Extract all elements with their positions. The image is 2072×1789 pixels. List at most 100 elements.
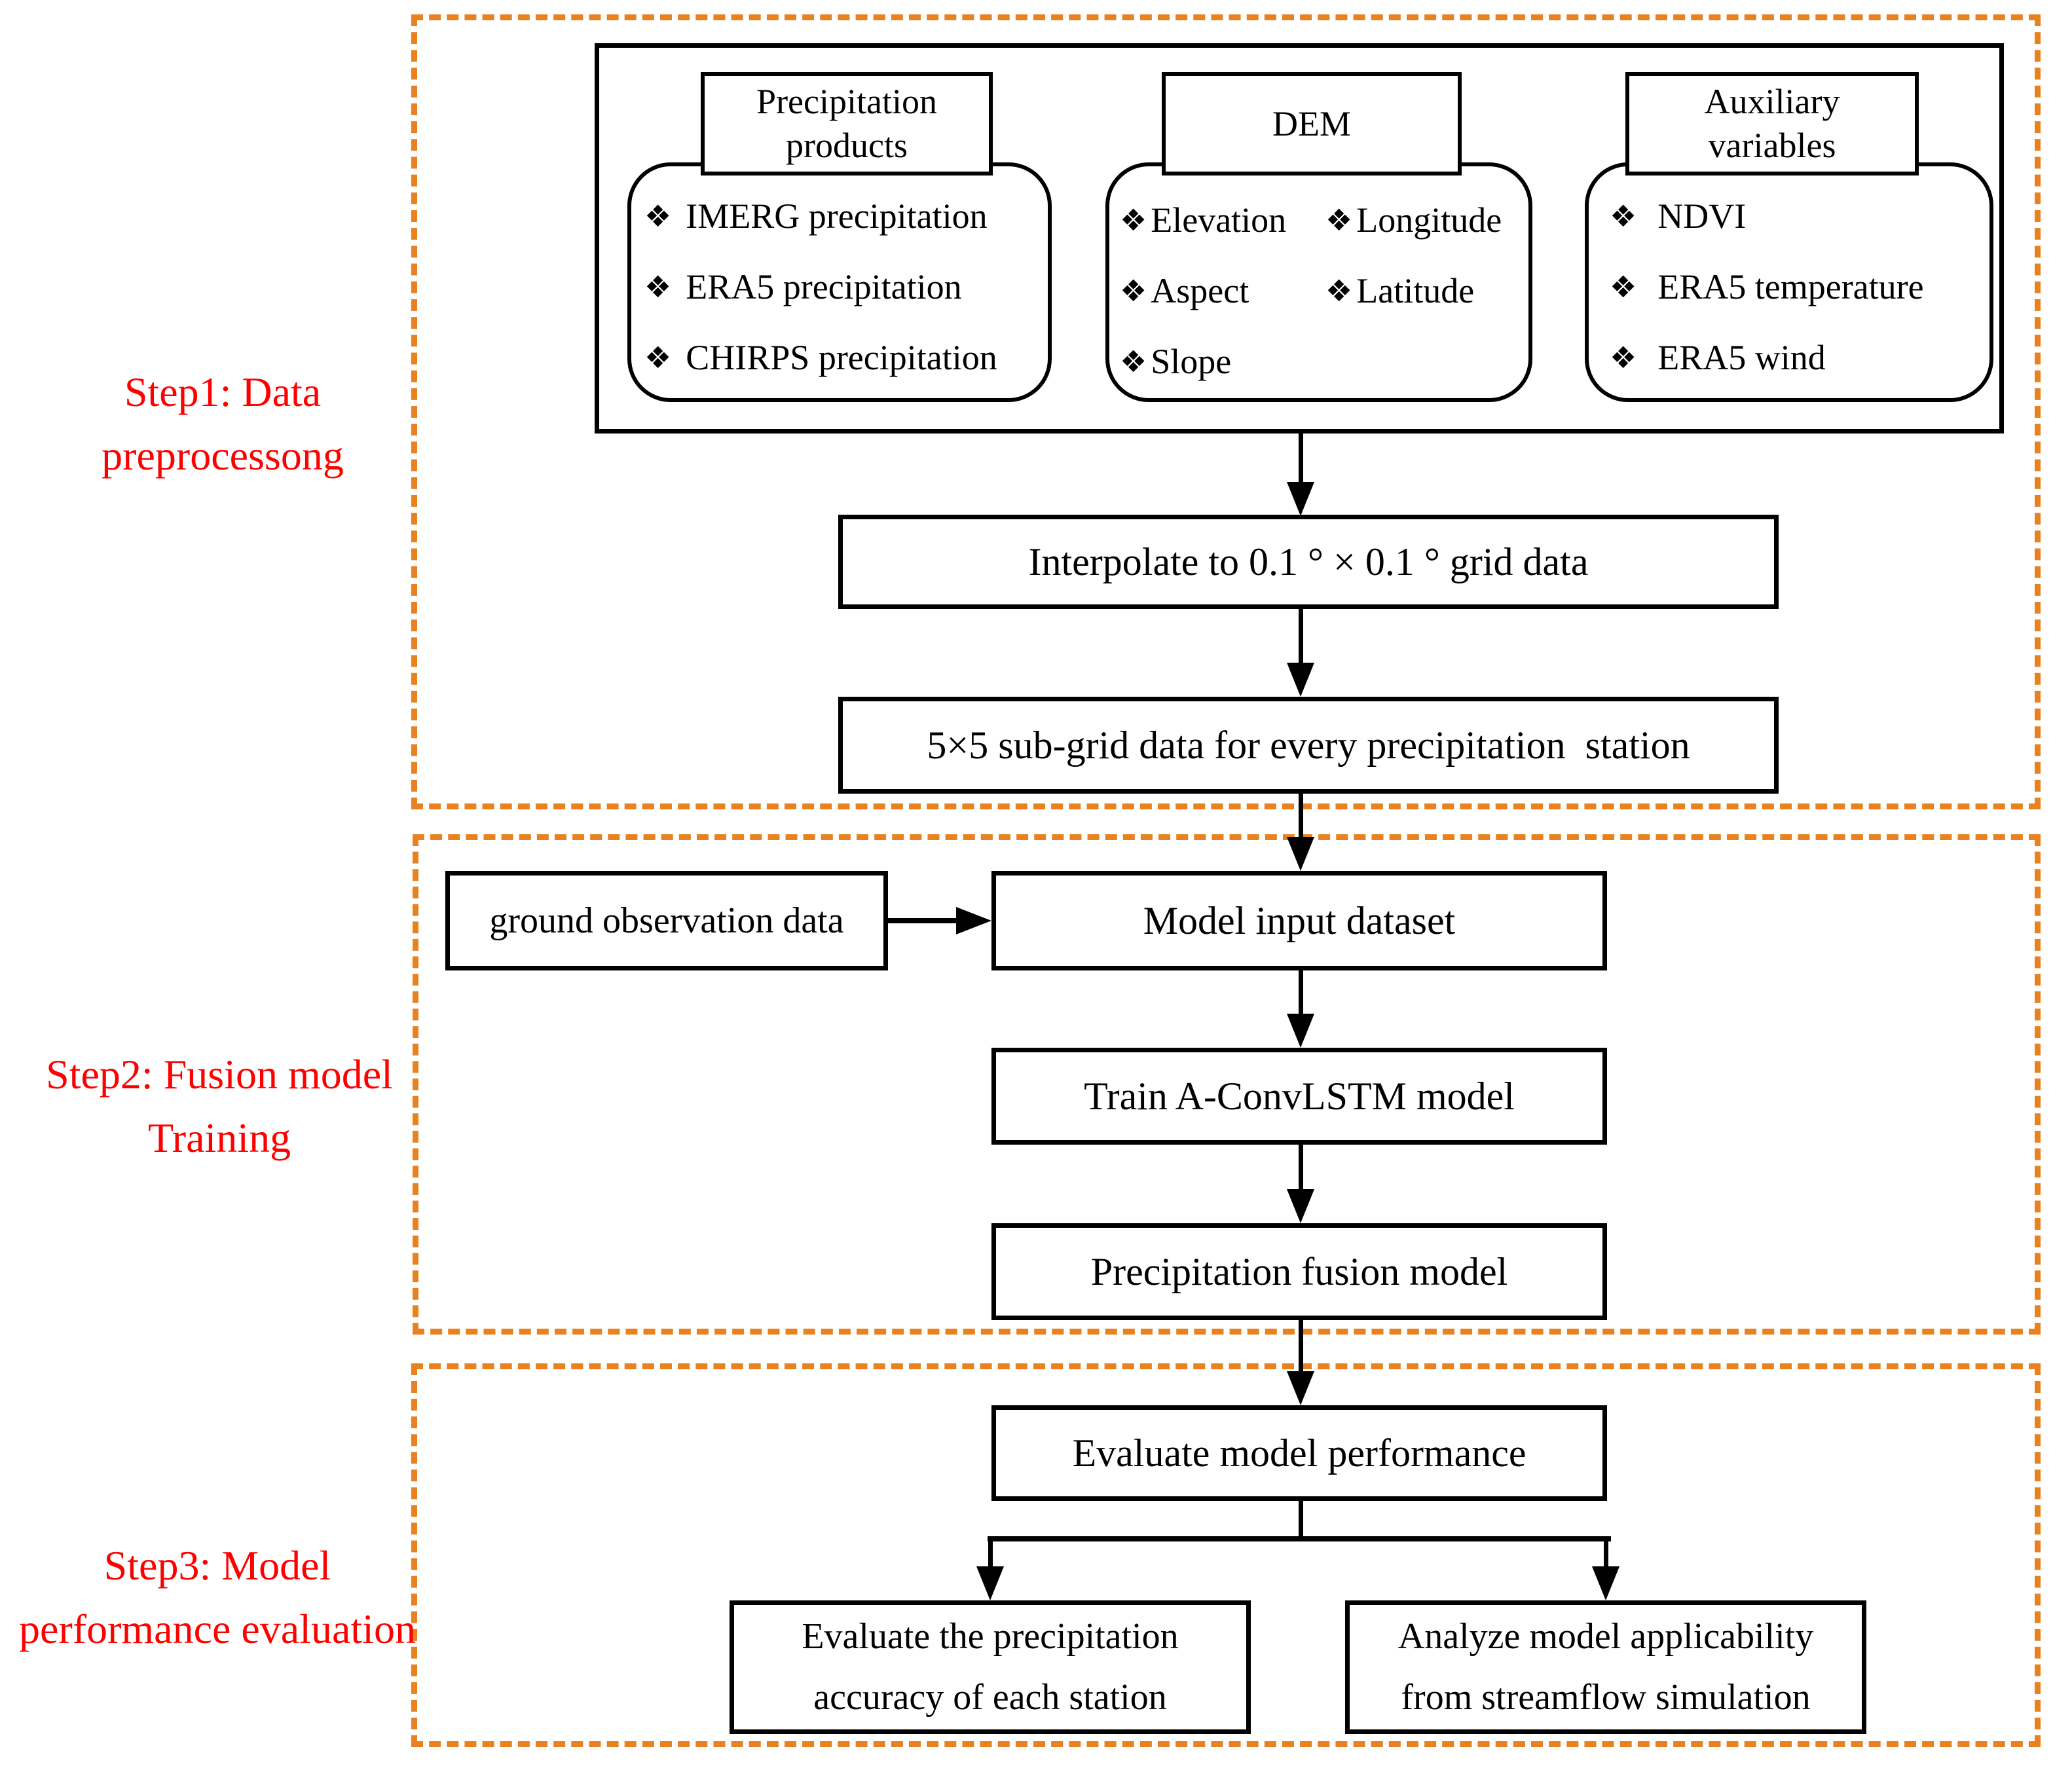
step2-label-line1: Step2: Fusion model (46, 1051, 393, 1097)
arrowhead-down-icon (1287, 1371, 1314, 1405)
list-item: ❖ IMERG precipitation (644, 181, 1048, 251)
arrowhead-down-icon (1592, 1566, 1619, 1600)
auxiliary-variables-list: ❖ NDVI ❖ ERA5 temperature ❖ ERA5 wind (1585, 162, 1993, 402)
step3-region (411, 1363, 2041, 1747)
list-item-label: NDVI (1657, 196, 1747, 236)
connector-line (988, 1539, 993, 1570)
connector-line (1299, 1320, 1303, 1376)
diamond-bullet-icon: ❖ (1325, 273, 1353, 308)
connector-line (1299, 1501, 1303, 1540)
precipitation-products-title-line1: Precipitation (756, 82, 937, 121)
arrowhead-down-icon (1287, 1189, 1314, 1223)
interpolate-label: Interpolate to 0.1 ° × 0.1 ° grid data (1028, 540, 1589, 583)
auxiliary-title-line1: Auxiliary (1704, 82, 1840, 121)
step1-region (411, 14, 2041, 809)
list-item-label: Latitude (1356, 271, 1475, 310)
arrowhead-right-icon (956, 907, 991, 934)
dem-column-1: ❖ Elevation ❖ Aspect ❖ Slope (1120, 185, 1286, 397)
list-item: ❖ ERA5 precipitation (644, 251, 1048, 322)
fusion-model-label: Precipitation fusion model (1090, 1249, 1508, 1293)
connector-line (1299, 970, 1303, 1019)
list-item-label: ERA5 temperature (1657, 267, 1924, 306)
diamond-bullet-icon: ❖ (1120, 273, 1147, 308)
diamond-bullet-icon: ❖ (1610, 340, 1637, 375)
evaluate-performance-box: Evaluate model performance (991, 1405, 1607, 1501)
subgrid-box: 5×5 sub-grid data for every precipitatio… (838, 697, 1779, 794)
dem-title: DEM (1272, 103, 1351, 143)
list-item-label: ERA5 precipitation (686, 267, 962, 306)
diamond-bullet-icon: ❖ (644, 269, 672, 304)
list-item: ❖ Latitude (1325, 255, 1502, 326)
evaluate-station-label: Evaluate the precipitation accuracy of e… (802, 1606, 1178, 1728)
list-item-label: Longitude (1356, 200, 1502, 240)
list-item: ❖ Slope (1120, 326, 1286, 397)
step3-label-line2: performance evaluation (19, 1606, 416, 1652)
dem-list: ❖ Elevation ❖ Aspect ❖ Slope ❖ Longitude… (1105, 162, 1532, 402)
list-item: ❖ ERA5 wind (1610, 322, 1989, 393)
list-item-label: ERA5 wind (1657, 338, 1826, 377)
evaluate-station-line2: accuracy of each station (813, 1677, 1167, 1718)
arrowhead-down-icon (1287, 1014, 1314, 1048)
evaluate-station-line1: Evaluate the precipitation (802, 1616, 1179, 1657)
diamond-bullet-icon: ❖ (1610, 198, 1637, 234)
train-model-box: Train A-ConvLSTM model (991, 1048, 1607, 1145)
list-item-label: IMERG precipitation (686, 196, 988, 236)
model-input-label: Model input dataset (1143, 898, 1456, 942)
arrowhead-down-icon (1287, 663, 1314, 697)
ground-observation-box: ground observation data (445, 871, 888, 970)
evaluate-performance-label: Evaluate model performance (1072, 1431, 1526, 1475)
ground-observation-label: ground observation data (489, 900, 844, 941)
subgrid-label: 5×5 sub-grid data for every precipitatio… (927, 723, 1690, 767)
auxiliary-variables-header: Auxiliary variables (1625, 72, 1919, 175)
diamond-bullet-icon: ❖ (1325, 202, 1353, 238)
list-item-label: Elevation (1151, 200, 1287, 240)
step3-label-line1: Step3: Model (103, 1542, 331, 1589)
evaluate-station-box: Evaluate the precipitation accuracy of e… (730, 1600, 1251, 1734)
step1-label-line2: preprocessong (102, 432, 344, 479)
connector-line (1604, 1539, 1608, 1570)
list-item: ❖ CHIRPS precipitation (644, 322, 1048, 393)
auxiliary-title-line2: variables (1708, 126, 1836, 165)
arrowhead-down-icon (1287, 482, 1314, 516)
step2-label: Step2: Fusion model Training (7, 1042, 432, 1170)
step1-label-line1: Step1: Data (124, 369, 322, 415)
connector-line (1299, 794, 1303, 842)
dem-column-2: ❖ Longitude ❖ Latitude (1325, 185, 1502, 326)
list-item: ❖ NDVI (1610, 181, 1989, 251)
diamond-bullet-icon: ❖ (1610, 269, 1637, 304)
list-item-label: Slope (1151, 342, 1232, 381)
dem-header: DEM (1162, 72, 1462, 175)
connector-line (888, 918, 960, 923)
precipitation-products-header: Precipitation products (701, 72, 993, 175)
list-item-label: Aspect (1151, 271, 1249, 310)
step2-label-line2: Training (147, 1115, 291, 1161)
step2-region (413, 834, 2041, 1335)
analyze-applicability-line2: from streamflow simulation (1401, 1677, 1811, 1718)
step1-label: Step1: Data preprocessong (20, 360, 426, 487)
model-input-box: Model input dataset (991, 871, 1607, 970)
analyze-applicability-label: Analyze model applicability from streamf… (1398, 1606, 1813, 1728)
precipitation-products-list: ❖ IMERG precipitation ❖ ERA5 precipitati… (627, 162, 1052, 402)
precipitation-products-title-line2: products (786, 126, 908, 165)
arrowhead-down-icon (976, 1566, 1004, 1600)
diamond-bullet-icon: ❖ (1120, 202, 1147, 238)
connector-line (1299, 1145, 1303, 1194)
list-item: ❖ ERA5 temperature (1610, 251, 1989, 322)
analyze-applicability-line1: Analyze model applicability (1397, 1616, 1814, 1657)
step3-label: Step3: Model performance evaluation (0, 1534, 435, 1661)
diamond-bullet-icon: ❖ (1120, 344, 1147, 379)
diamond-bullet-icon: ❖ (644, 198, 672, 234)
list-item: ❖ Elevation (1120, 185, 1286, 255)
diamond-bullet-icon: ❖ (644, 340, 672, 375)
branch-line (988, 1536, 1611, 1541)
list-item: ❖ Aspect (1120, 255, 1286, 326)
fusion-model-box: Precipitation fusion model (991, 1223, 1607, 1320)
list-item: ❖ Longitude (1325, 185, 1502, 255)
interpolate-box: Interpolate to 0.1 ° × 0.1 ° grid data (838, 515, 1779, 609)
list-item-label: CHIRPS precipitation (686, 338, 997, 377)
arrowhead-down-icon (1287, 837, 1314, 871)
connector-line (1299, 609, 1303, 668)
train-model-label: Train A-ConvLSTM model (1084, 1074, 1515, 1118)
analyze-applicability-box: Analyze model applicability from streamf… (1345, 1600, 1866, 1734)
